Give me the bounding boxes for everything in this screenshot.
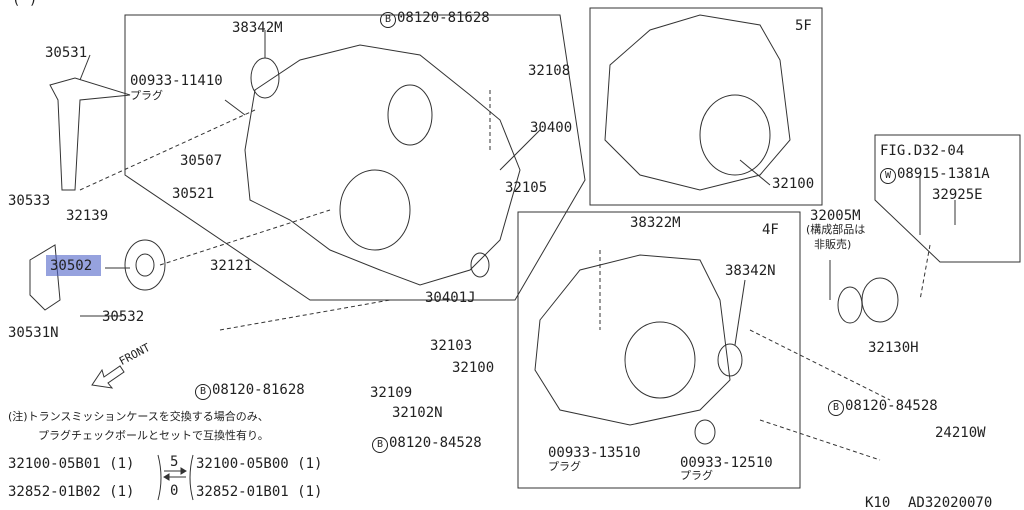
plug-note-3: プラグ xyxy=(680,469,713,482)
part-30507[interactable]: 30507 xyxy=(180,153,223,169)
part-30533[interactable]: 30533 xyxy=(8,193,51,209)
part-38322M[interactable]: 38322M xyxy=(630,215,681,231)
part-32005M-note-1: (構成部品は xyxy=(806,223,866,236)
bolt-badge-icon: B xyxy=(195,384,211,400)
fig-ref-label[interactable]: FIG.D32-04 xyxy=(880,143,965,159)
interchange-right-2: 32852-01B01 (1) xyxy=(196,484,323,500)
part-32100-4f[interactable]: 32100 xyxy=(452,360,495,376)
part-32105[interactable]: 32105 xyxy=(505,180,548,196)
box-label-5f: 5F xyxy=(795,18,812,34)
part-30502[interactable]: 30502 xyxy=(50,258,93,274)
part-00933-11410[interactable]: 00933-11410 xyxy=(130,73,223,89)
note-line-1: (注)トランスミッションケースを交換する場合のみ、 xyxy=(8,410,269,423)
part-32121[interactable]: 32121 xyxy=(210,258,253,274)
part-32130H[interactable]: 32130H xyxy=(868,340,919,356)
interchange-right-1: 32100-05B00 (1) xyxy=(196,456,323,472)
seal-38342M xyxy=(250,57,280,99)
box-label-4f: 4F xyxy=(762,222,779,238)
footer-ref: AD32020070 xyxy=(908,495,993,510)
part-30531N[interactable]: 30531N xyxy=(8,325,59,341)
footer-code: K10 xyxy=(865,495,891,510)
case-5f-shape xyxy=(604,14,791,191)
case-4f-shape xyxy=(534,254,731,426)
part-32005M-note-2: 非販売) xyxy=(814,238,852,251)
shift-lever xyxy=(49,77,131,191)
interchange-left-1: 32100-05B01 (1) xyxy=(8,456,135,472)
five-speed-frame xyxy=(589,7,823,206)
washer-badge-icon: W xyxy=(880,168,896,184)
part-30531[interactable]: 30531 xyxy=(45,45,88,61)
bearing-hole xyxy=(339,169,411,251)
release-bearing xyxy=(124,239,166,291)
part-38342N[interactable]: 38342N xyxy=(725,263,776,279)
part-32102N[interactable]: 32102N xyxy=(392,405,443,421)
part-38342M[interactable]: 38342M xyxy=(232,20,283,36)
part-32109[interactable]: 32109 xyxy=(370,385,413,401)
part-32103[interactable]: 32103 xyxy=(430,338,473,354)
part-00933-12510[interactable]: 00933-12510 xyxy=(680,455,773,471)
main-case-frame xyxy=(124,14,586,301)
part-32925E[interactable]: 32925E xyxy=(932,187,983,203)
note-line-2: プラグチェックボールとセットで互換性有り。 xyxy=(38,429,269,442)
interchange-bracket-left xyxy=(157,454,162,501)
part-30532[interactable]: 30532 xyxy=(102,309,145,325)
fig-ref-frame xyxy=(874,134,1021,263)
four-speed-frame xyxy=(517,211,801,489)
part-32100-5f[interactable]: 32100 xyxy=(772,176,815,192)
part-32005M[interactable]: 32005M xyxy=(810,208,861,224)
interchange-backward: 0 xyxy=(170,483,179,499)
front-arrow xyxy=(91,365,125,389)
part-24210W[interactable]: 24210W xyxy=(935,425,986,441)
plug-note-2: プラグ xyxy=(548,460,581,473)
part-30401J[interactable]: 30401J xyxy=(425,290,476,306)
bolt-badge-icon: B xyxy=(372,437,388,453)
part-32108[interactable]: 32108 xyxy=(528,63,571,79)
interchange-bracket-right xyxy=(189,454,194,501)
interchange-forward: 5 xyxy=(170,454,179,470)
part-00933-13510[interactable]: 00933-13510 xyxy=(548,445,641,461)
part-30400[interactable]: 30400 xyxy=(530,120,573,136)
bolt-badge-icon: B xyxy=(828,400,844,416)
plug-note-1: プラグ xyxy=(130,89,163,102)
bolt-badge-icon: B xyxy=(380,12,396,28)
interchange-left-2: 32852-01B02 (1) xyxy=(8,484,135,500)
header-partial: ( ) xyxy=(12,0,38,8)
part-32139[interactable]: 32139 xyxy=(66,208,109,224)
selected-part-highlight xyxy=(46,255,101,276)
part-30521[interactable]: 30521 xyxy=(172,186,215,202)
